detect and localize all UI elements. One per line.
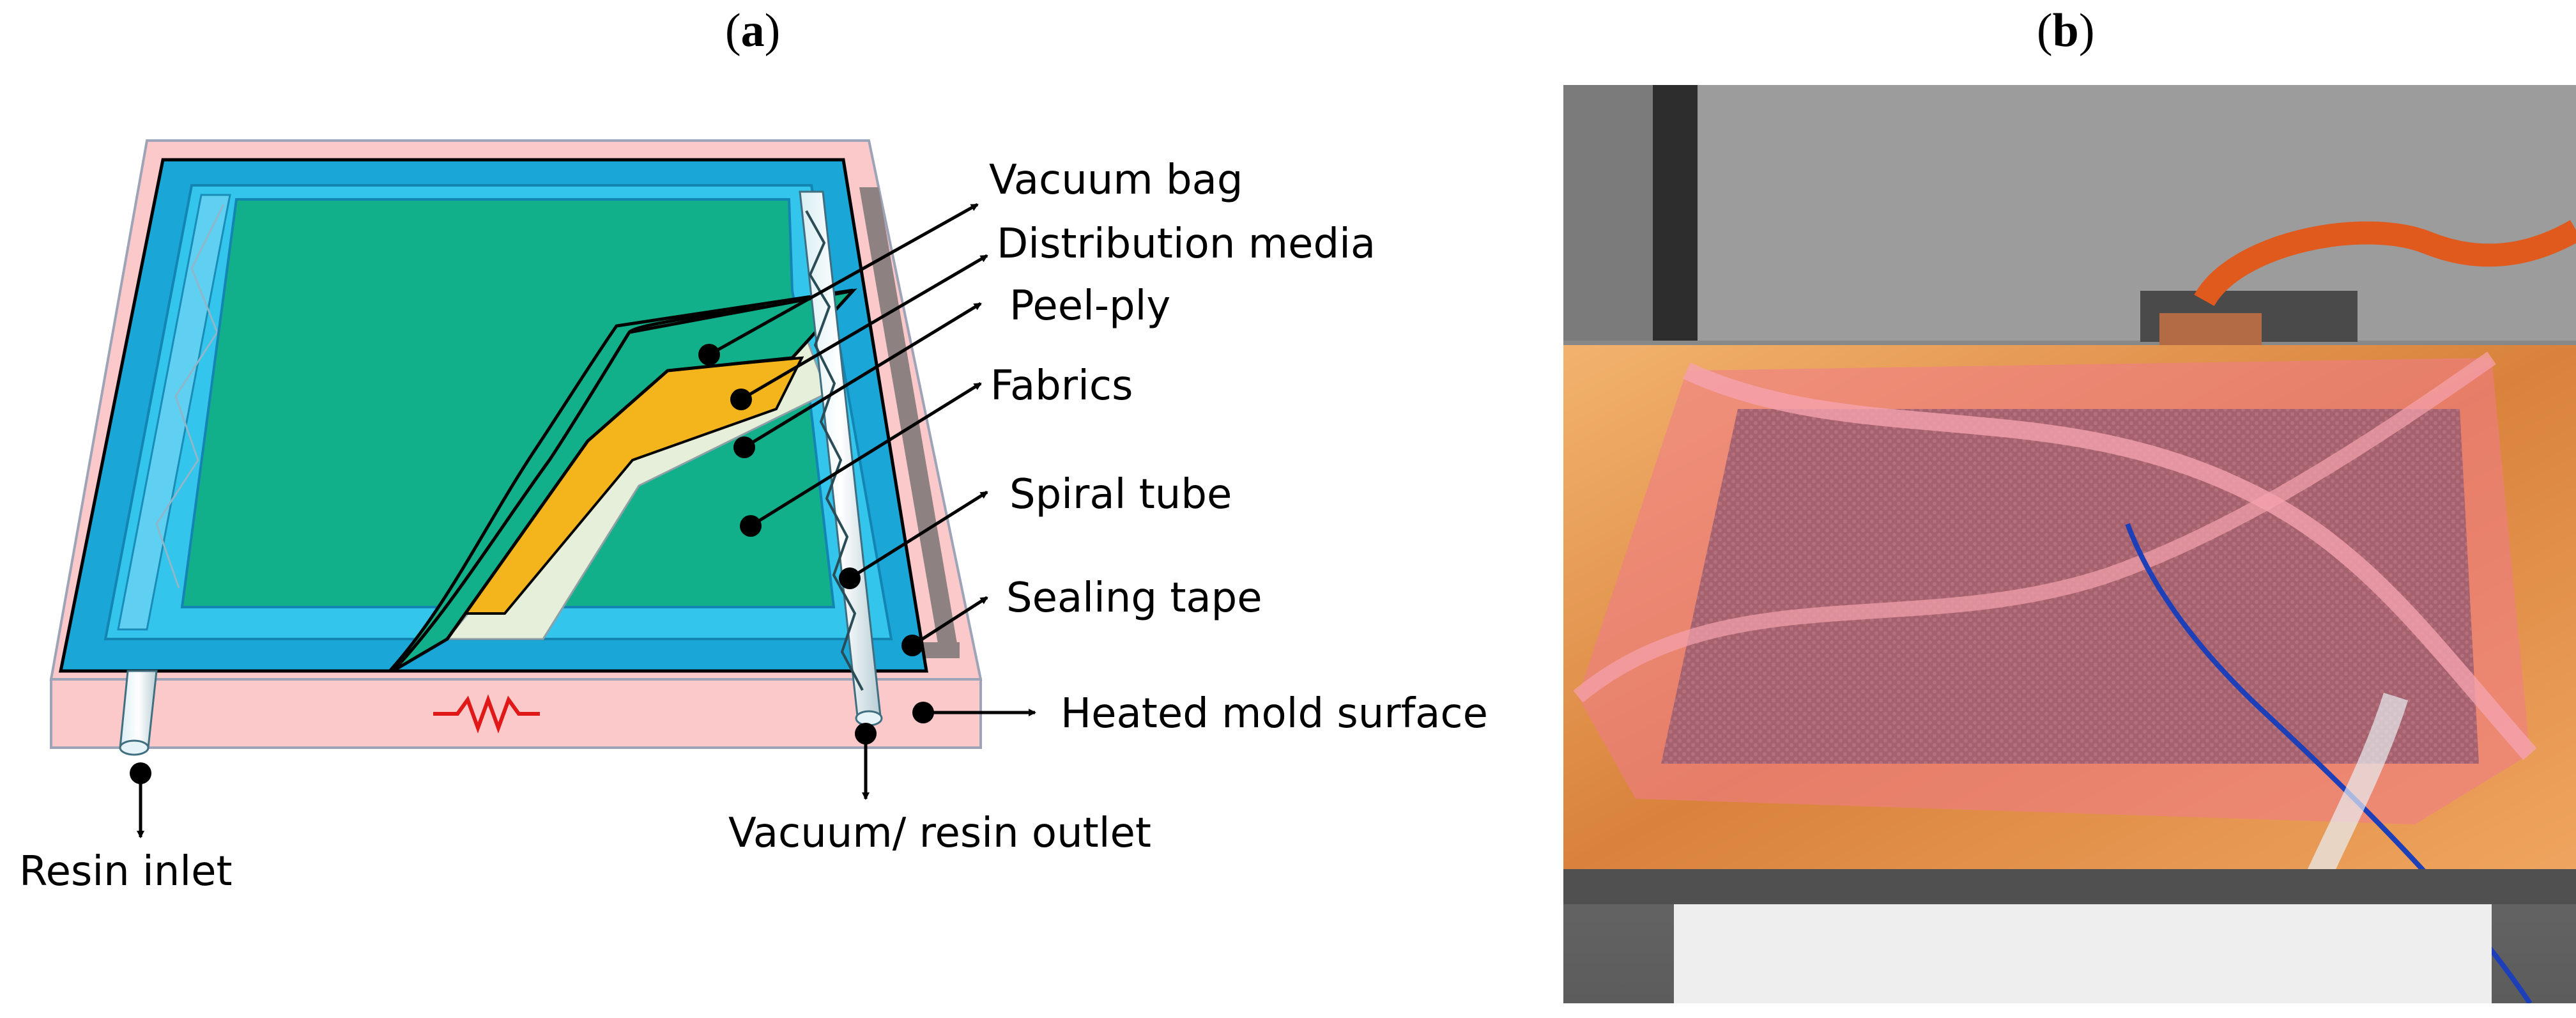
setup-photograph xyxy=(1563,85,2576,1003)
front-panel xyxy=(1674,904,2492,1003)
callout-labels: Vacuum bag Distribution media Peel-ply F… xyxy=(19,157,1488,895)
vacuum-bag xyxy=(58,158,928,673)
label-vacuum-resin-outlet: Vacuum/ resin outlet xyxy=(728,810,1151,857)
power-cable xyxy=(2194,220,2576,307)
label-resin-inlet: Resin inlet xyxy=(19,848,233,895)
panel-a-label: (a) xyxy=(725,4,781,57)
resin-inlet-tube xyxy=(119,670,158,756)
label-fabrics: Fabrics xyxy=(990,362,1133,410)
label-heated-mold-surface: Heated mold surface xyxy=(1061,690,1488,737)
panel-b-label: (b) xyxy=(2037,4,2095,57)
label-vacuum-bag: Vacuum bag xyxy=(989,157,1243,204)
heater-icon xyxy=(433,694,540,734)
spiral-tube-outlet xyxy=(799,190,883,727)
label-sealing-tape: Sealing tape xyxy=(1006,575,1262,622)
label-spiral-tube: Spiral tube xyxy=(1009,471,1232,518)
leader-lines xyxy=(137,203,1036,838)
label-peel-ply: Peel-ply xyxy=(1009,282,1170,330)
label-distribution-media: Distribution media xyxy=(997,220,1376,268)
